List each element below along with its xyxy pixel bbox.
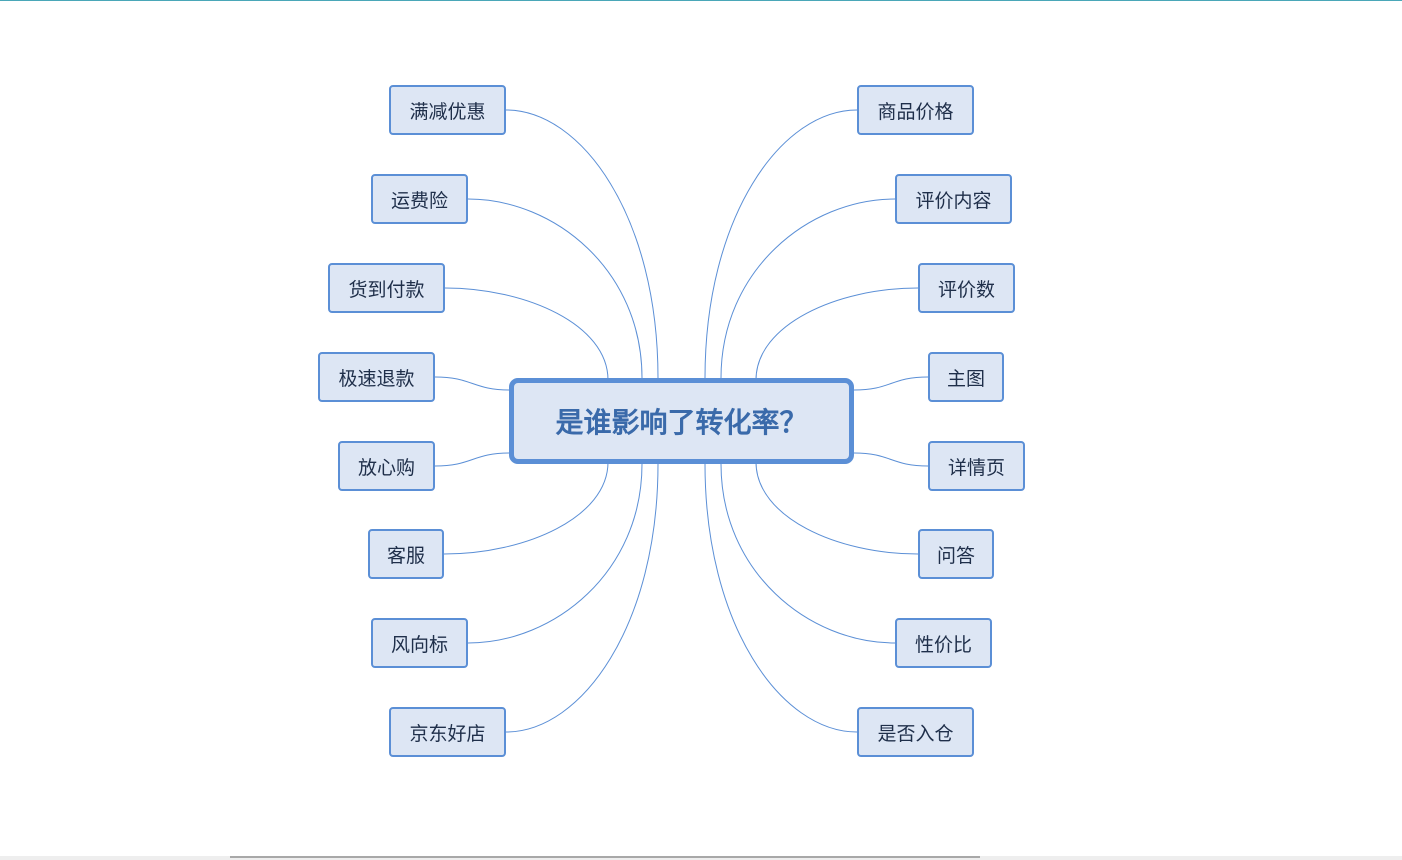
left-connector-line xyxy=(505,463,659,733)
left-connector-line xyxy=(467,198,643,379)
left-connector-line xyxy=(434,452,511,467)
left-topic-label: 客服 xyxy=(386,544,425,567)
right-topic-label: 是否入仓 xyxy=(877,722,954,745)
right-topic-label: 商品价格 xyxy=(877,100,954,123)
left-connector-line xyxy=(443,461,609,555)
left-connector-line xyxy=(434,376,511,391)
horizontal-scrollbar-thumb[interactable] xyxy=(230,856,980,858)
left-connector-line xyxy=(444,287,609,381)
right-connector-line xyxy=(853,452,929,467)
right-topic-label: 评价数 xyxy=(937,278,995,301)
left-topic-node[interactable]: 京东好店 xyxy=(389,707,506,757)
left-topic-label: 放心购 xyxy=(357,456,415,479)
left-topic-label: 风向标 xyxy=(390,633,448,656)
left-topic-node[interactable]: 客服 xyxy=(368,529,444,579)
right-topic-label: 评价内容 xyxy=(915,189,992,212)
right-connector-line xyxy=(704,109,858,379)
left-topic-label: 极速退款 xyxy=(338,367,415,390)
right-topic-node[interactable]: 评价内容 xyxy=(895,174,1012,224)
top-border-line xyxy=(0,0,1402,1)
right-connector-line xyxy=(704,463,858,733)
left-topic-node[interactable]: 极速退款 xyxy=(318,352,435,402)
horizontal-scrollbar-track[interactable] xyxy=(0,856,1402,860)
right-topic-node[interactable]: 问答 xyxy=(918,529,994,579)
left-topic-label: 满减优惠 xyxy=(409,100,486,123)
right-topic-label: 详情页 xyxy=(947,456,1005,479)
left-topic-node[interactable]: 满减优惠 xyxy=(389,85,506,135)
right-topic-node[interactable]: 主图 xyxy=(928,352,1004,402)
left-connector-line xyxy=(505,109,659,379)
central-topic[interactable]: 是谁影响了转化率？ xyxy=(509,378,854,464)
right-topic-label: 主图 xyxy=(946,367,985,390)
right-connector-line xyxy=(720,198,896,379)
right-topic-label: 问答 xyxy=(936,544,975,567)
left-topic-label: 货到付款 xyxy=(348,278,425,301)
right-connector-line xyxy=(720,463,896,644)
right-topic-node[interactable]: 评价数 xyxy=(918,263,1015,313)
left-topic-node[interactable]: 运费险 xyxy=(371,174,468,224)
left-topic-node[interactable]: 放心购 xyxy=(338,441,435,491)
right-connector-line xyxy=(755,461,919,555)
right-topic-node[interactable]: 详情页 xyxy=(928,441,1025,491)
left-connector-line xyxy=(467,463,643,644)
left-topic-node[interactable]: 风向标 xyxy=(371,618,468,668)
right-topic-label: 性价比 xyxy=(914,633,972,656)
left-topic-label: 京东好店 xyxy=(409,722,486,745)
left-topic-node[interactable]: 货到付款 xyxy=(328,263,445,313)
right-topic-node[interactable]: 性价比 xyxy=(895,618,992,668)
central-topic-label: 是谁影响了转化率？ xyxy=(555,406,808,439)
right-connector-line xyxy=(853,376,929,391)
left-topic-label: 运费险 xyxy=(390,189,448,212)
right-connector-line xyxy=(755,287,919,381)
right-topic-node[interactable]: 是否入仓 xyxy=(857,707,974,757)
right-topic-node[interactable]: 商品价格 xyxy=(857,85,974,135)
